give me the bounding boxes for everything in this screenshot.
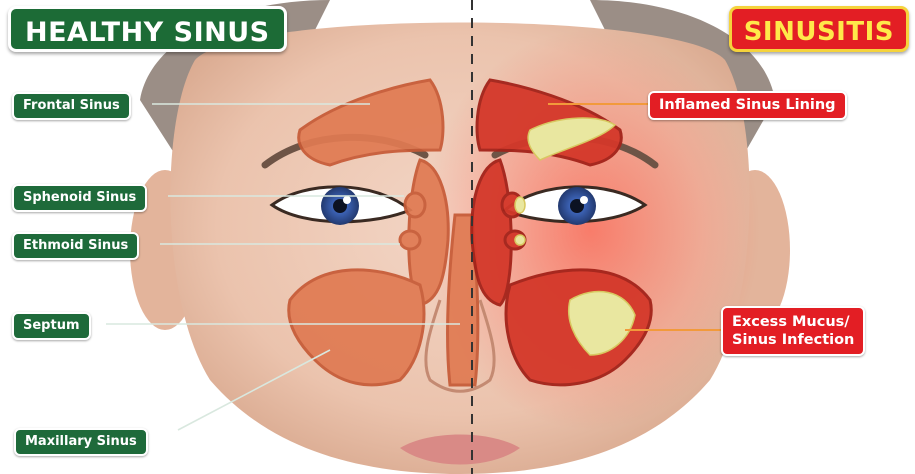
label-inflamed-sinus-lining: Inflamed Sinus Lining [648,91,847,120]
label-excess-mucus-line2: Sinus Infection [732,331,854,349]
label-excess-mucus-line1: Excess Mucus/ [732,313,854,331]
label-septum: Septum [12,312,91,340]
label-frontal-sinus: Frontal Sinus [12,92,131,120]
label-excess-mucus: Excess Mucus/ Sinus Infection [721,306,865,356]
label-sphenoid-sinus: Sphenoid Sinus [12,184,147,212]
label-ethmoid-sinus: Ethmoid Sinus [12,232,139,260]
title-healthy-sinus: HEALTHY SINUS [8,6,287,52]
title-sinusitis: SINUSITIS [729,6,909,52]
label-maxillary-sinus: Maxillary Sinus [14,428,148,456]
